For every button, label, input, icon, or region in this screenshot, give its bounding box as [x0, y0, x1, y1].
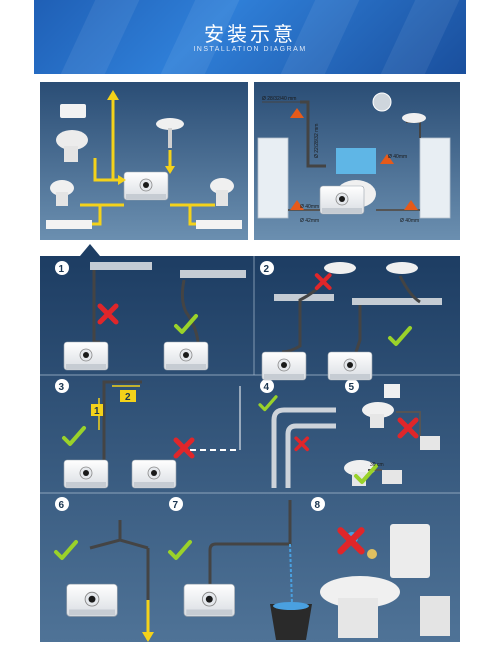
macerator-pump-icon: [319, 185, 365, 215]
step-4-badge: 4: [264, 382, 270, 393]
shower-tray-icon: [46, 220, 92, 229]
step-8-badge: 8: [315, 500, 321, 511]
step-3-badge: 3: [59, 382, 65, 393]
top-left-panel: [40, 82, 248, 240]
toilet-cistern-icon: [336, 148, 376, 174]
step-6-diagram: [54, 520, 154, 642]
dim-floor-left2-label: Ø 40mm: [300, 204, 319, 210]
step-6-badge: 6: [59, 500, 65, 511]
step-7-badge: 7: [173, 500, 179, 511]
header-banner: 安装示意 INSTALLATION DIAGRAM: [34, 0, 466, 74]
drain-grate-icon: [372, 92, 392, 112]
steps-panel: [40, 244, 460, 642]
step-8-diagram: [320, 524, 450, 638]
bidet-icon: [210, 178, 234, 206]
step-4-diagram: [258, 395, 336, 488]
clearance-label: 30 cm: [370, 462, 384, 468]
dim-top-label: Ø 28/32/40 mm: [262, 96, 296, 102]
dim-vertical-label: Ø 22/28/32 mm: [314, 124, 320, 158]
page-subtitle: INSTALLATION DIAGRAM: [193, 46, 307, 53]
step-5-diagram: 30 cm: [344, 384, 440, 486]
bucket-icon: [270, 604, 312, 640]
step-3-sublabel-1: 1: [94, 406, 100, 417]
step-1-diagram: [63, 262, 246, 371]
step-1-badge: 1: [59, 264, 65, 275]
top-right-panel: Ø 28/32/40 mm Ø 22/28/32 mm Ø 40mm Ø 42m…: [254, 82, 460, 240]
warning-icon: [380, 154, 394, 164]
washbasin-icon: [402, 113, 426, 123]
shower-cabin-icon: [419, 137, 451, 219]
warning-icon: [290, 108, 304, 118]
washbasin-icon: [156, 118, 184, 148]
page-title: 安装示意: [204, 22, 296, 46]
bidet-icon: [50, 180, 74, 206]
step-3-sublabel-2: 2: [125, 392, 131, 403]
step-5-badge: 5: [349, 382, 355, 393]
flow-arrows: [80, 98, 215, 226]
shower-cabin-icon: [257, 137, 289, 219]
step-3-diagram: 1 2: [62, 380, 241, 489]
dim-floor-right-label: Ø 40mm: [400, 218, 419, 224]
warning-icon: [404, 200, 418, 210]
step-2-badge: 2: [264, 264, 270, 275]
macerator-pump-icon: [123, 171, 169, 201]
dim-outlet-label: Ø 40mm: [388, 154, 407, 160]
step-2-diagram: [261, 262, 442, 381]
step-badges: 1 2 3 4 5 6 7 8: [55, 261, 359, 511]
warning-icon: [290, 200, 304, 210]
dim-floor-left-label: Ø 42mm: [300, 218, 319, 224]
shower-tray-icon: [196, 220, 242, 229]
step-7-diagram: [168, 500, 312, 640]
toilet-icon: [56, 104, 88, 162]
